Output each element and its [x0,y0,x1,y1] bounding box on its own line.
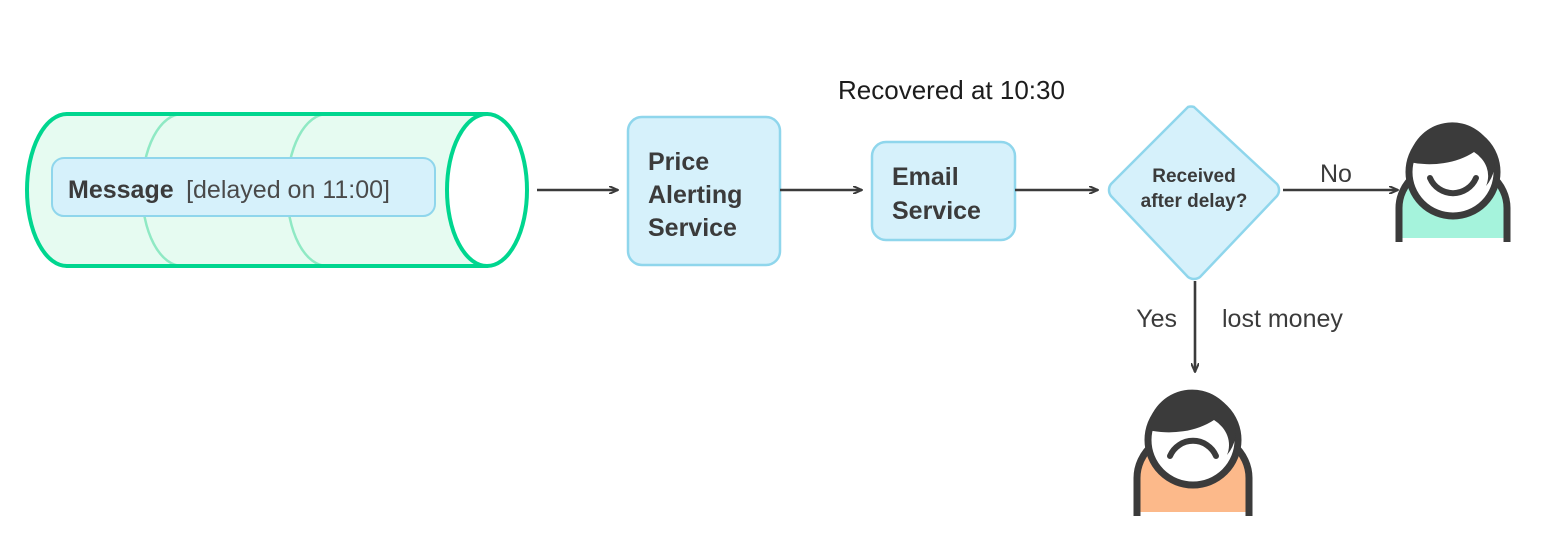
happy-user-avatar [1395,122,1511,242]
received-after-delay-diamond[interactable] [1107,105,1281,281]
email-service-label-line2: Service [892,197,981,225]
node-email-service[interactable]: Email Service [870,140,1017,242]
edge-label-yes: Yes [1136,305,1177,333]
email-service-box[interactable] [870,140,1017,242]
message-detail: [delayed on 11:00] [186,176,390,204]
message-pill-background [51,157,436,217]
price-alerting-service-label-line2: Alerting [648,181,742,209]
recovered-at-label: Recovered at 10:30 [838,75,1065,105]
happy-user-hair [1409,122,1495,186]
sad-user-hair [1148,389,1236,455]
price-alerting-service-label-line1: Price [648,148,709,176]
price-alerting-service-label-line3: Service [648,214,737,242]
sad-user-avatar [1133,389,1253,516]
sad-user-frown-icon [1167,437,1219,459]
message-label: Message [68,176,174,204]
email-service-label-line1: Email [892,163,959,191]
queue-left-cap [25,112,68,268]
message-pill-text: Message [delayed on 11:00] [68,176,390,204]
edge-label-lost-money: lost money [1222,305,1343,333]
node-received-after-delay[interactable]: Received after delay? [1107,105,1281,281]
queue-message-pill: Message [delayed on 11:00] [51,157,436,217]
edge-label-no: No [1320,160,1352,188]
queue-right-cap [445,112,529,268]
node-price-alerting-service[interactable]: Price Alerting Service [626,115,782,267]
received-after-delay-label-line2: after delay? [1141,191,1248,212]
happy-user-smile-icon [1427,175,1479,197]
received-after-delay-label-line1: Received [1152,166,1235,187]
message-queue: Message [delayed on 11:00] [25,112,529,268]
